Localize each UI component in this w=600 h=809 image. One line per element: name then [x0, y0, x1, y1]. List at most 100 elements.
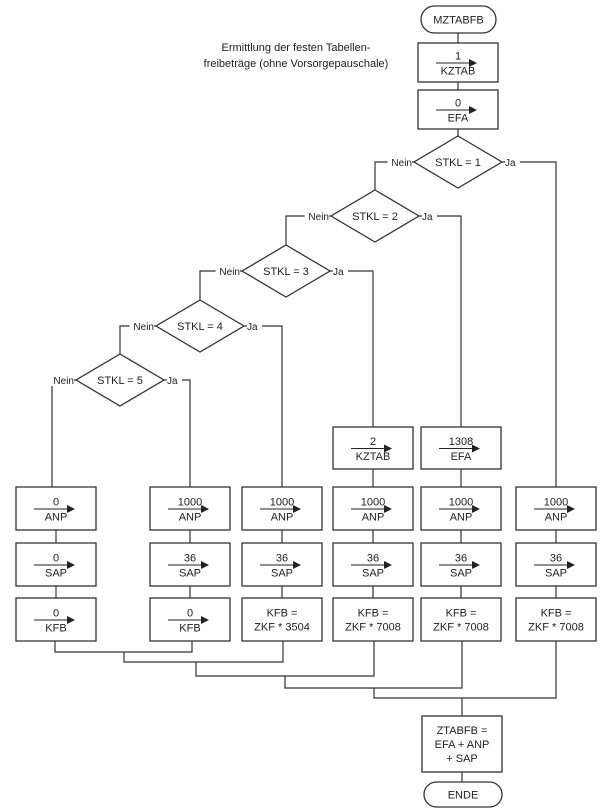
assign-value: 1000 — [449, 497, 473, 509]
formula-line: ZKF * 3504 — [254, 622, 310, 634]
yes-label: Ja — [167, 376, 178, 387]
assign-target: SAP — [450, 568, 472, 580]
formula-line: KFB = — [267, 608, 298, 620]
caption-line-1: Ermittlung der festen Tabellen- — [222, 42, 371, 54]
start-label: MZTABFB — [433, 15, 484, 27]
connector-line — [195, 641, 375, 677]
connector-line — [182, 379, 191, 487]
connector-line — [123, 641, 284, 663]
connector-line — [348, 270, 374, 427]
assign-target: ANP — [271, 512, 294, 524]
yes-label: Ja — [333, 267, 344, 278]
start-terminator: MZTABFB — [420, 5, 497, 34]
decision-stkl-2: STKL = 2 — [329, 189, 421, 243]
no-label: Nein — [308, 212, 329, 223]
kfb-box: KFB = ZKF * 7008 — [420, 597, 502, 642]
assign-target: ANP — [545, 512, 568, 524]
assign-value: 1000 — [178, 497, 202, 509]
formula-line: KFB = — [541, 608, 572, 620]
connector-line — [437, 215, 462, 427]
assign-target: KFB — [179, 623, 200, 635]
assign-value: 1000 — [544, 497, 568, 509]
assign-value: 1 — [455, 51, 461, 63]
yes-label: Ja — [247, 322, 258, 333]
yes-label: Ja — [422, 212, 433, 223]
formula-line: + SAP — [446, 753, 478, 765]
assign-target: ANP — [45, 512, 68, 524]
formula-line: ZTABFB = — [437, 725, 488, 737]
no-label: Nein — [219, 267, 240, 278]
no-label: Nein — [133, 322, 154, 333]
kfb-box: KFB = ZKF * 7008 — [515, 597, 597, 642]
decision-label: STKL = 1 — [435, 157, 481, 169]
no-label: Nein — [53, 376, 74, 387]
formula-line: ZKF * 7008 — [528, 622, 584, 634]
end-label: ENDE — [448, 790, 479, 802]
assign-value: 36 — [276, 553, 288, 565]
no-label: Nein — [391, 158, 412, 169]
assign-value: 0 — [53, 553, 59, 565]
assign-value: 1000 — [361, 497, 385, 509]
assign-target: KZTAB — [441, 66, 476, 78]
formula-line: KFB = — [358, 608, 389, 620]
formula-line: KFB = — [446, 608, 477, 620]
decision-stkl-1: STKL = 1 — [412, 135, 504, 189]
assign-value: 0 — [187, 608, 193, 620]
assign-target: SAP — [45, 568, 67, 580]
assign-target: EFA — [451, 451, 472, 463]
caption-line-2: freibeträge (ohne Vorsorgepauschale) — [204, 58, 389, 70]
decision-label: STKL = 4 — [177, 321, 223, 333]
assign-value: 1000 — [270, 497, 294, 509]
assign-value: 36 — [367, 553, 379, 565]
assign-target: ANP — [179, 512, 202, 524]
assign-value: 0 — [455, 98, 461, 110]
decision-label: STKL = 5 — [97, 375, 143, 387]
assign-target: SAP — [545, 568, 567, 580]
result-box: ZTABFB =EFA + ANP+ SAP — [421, 715, 503, 773]
assign-target: KZTAB — [356, 451, 391, 463]
kfb-box: KFB = ZKF * 3504 — [241, 597, 323, 642]
kfb-box: KFB =ZKF * 7008 — [332, 597, 414, 642]
assign-value: 0 — [53, 497, 59, 509]
formula-line: ZKF * 7008 — [433, 622, 489, 634]
assign-target: SAP — [179, 568, 201, 580]
assign-value: 2 — [370, 436, 376, 448]
assign-target: ANP — [362, 512, 385, 524]
decision-stkl-5: STKL = 5 — [74, 353, 166, 407]
yes-label: Ja — [505, 158, 516, 169]
decision-label: STKL = 3 — [263, 266, 309, 278]
connector-line — [54, 641, 193, 653]
assign-value: 36 — [455, 553, 467, 565]
assign-value: 36 — [550, 553, 562, 565]
connector-line — [373, 641, 557, 699]
assign-target: EFA — [448, 113, 469, 125]
end-terminator: ENDE — [423, 781, 503, 808]
connector-line — [51, 379, 76, 487]
assign-target: ANP — [450, 512, 473, 524]
assign-value: 36 — [184, 553, 196, 565]
decision-stkl-3: STKL = 3 — [240, 244, 332, 298]
assign-target: KFB — [45, 623, 66, 635]
assign-value: 1308 — [449, 436, 473, 448]
connector-line — [262, 325, 283, 487]
